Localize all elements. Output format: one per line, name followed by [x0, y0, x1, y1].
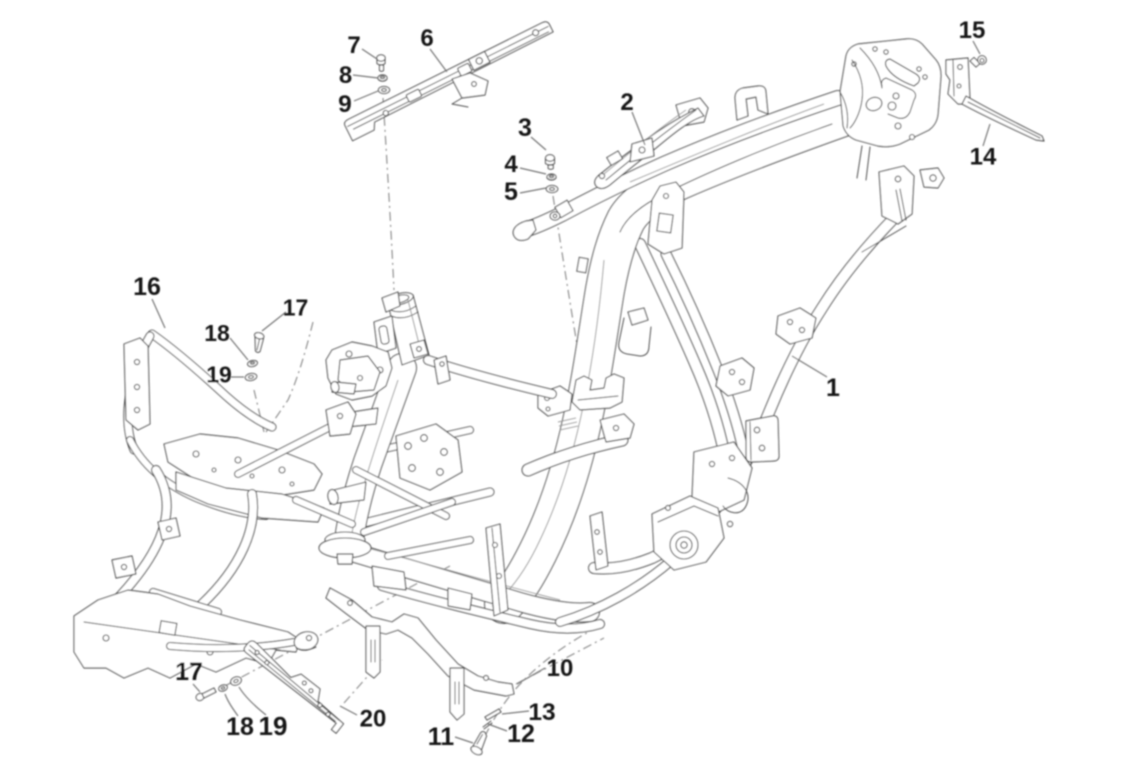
- svg-text:2: 2: [620, 89, 633, 116]
- svg-text:6: 6: [420, 25, 433, 52]
- svg-text:18: 18: [204, 320, 230, 346]
- svg-text:14: 14: [970, 144, 997, 171]
- svg-text:1: 1: [826, 374, 840, 402]
- svg-text:10: 10: [547, 655, 574, 682]
- svg-text:3: 3: [518, 114, 532, 142]
- svg-text:8: 8: [339, 62, 352, 89]
- svg-text:16: 16: [133, 273, 161, 301]
- svg-text:5: 5: [504, 178, 518, 206]
- svg-text:20: 20: [360, 706, 387, 733]
- svg-text:7: 7: [347, 32, 360, 59]
- svg-text:4: 4: [504, 151, 518, 178]
- svg-text:19: 19: [206, 362, 232, 388]
- svg-text:18: 18: [226, 713, 254, 741]
- svg-text:12: 12: [507, 720, 535, 748]
- svg-text:19: 19: [259, 711, 288, 741]
- svg-text:17: 17: [175, 658, 203, 686]
- svg-text:9: 9: [338, 91, 352, 118]
- svg-text:15: 15: [959, 17, 986, 44]
- svg-text:13: 13: [528, 699, 555, 726]
- svg-text:17: 17: [283, 295, 309, 321]
- svg-text:11: 11: [428, 723, 455, 751]
